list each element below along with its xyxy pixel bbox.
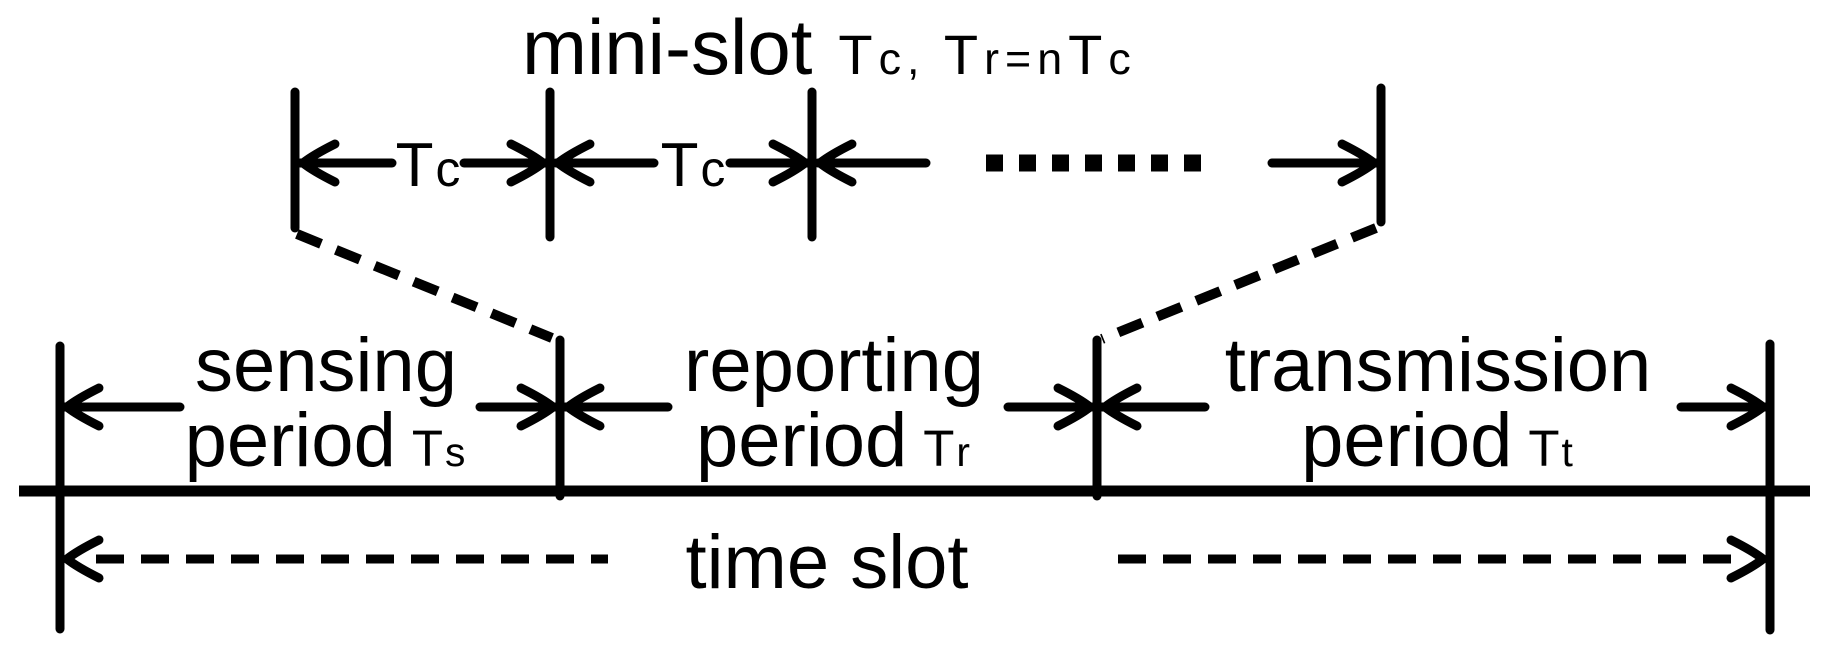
dashed-connector-right bbox=[1100, 223, 1378, 344]
transmission-symbol: Tt bbox=[1528, 420, 1575, 477]
time-slot-section: time slot bbox=[67, 520, 1763, 605]
time-slot-label: time slot bbox=[686, 520, 969, 605]
mini-slot-interval-label-1: Tc bbox=[396, 131, 463, 200]
arrowhead-right-icon bbox=[1731, 540, 1763, 578]
dashed-connector-left bbox=[295, 229, 554, 343]
mini-slot-interval-label-2: Tc bbox=[661, 131, 728, 200]
sensing-symbol: Ts bbox=[412, 420, 468, 477]
mini-slot-section: Tc Tc bbox=[290, 83, 1386, 242]
title-formula: Tc, Tr=nTc bbox=[838, 23, 1136, 86]
arrowhead-left-icon bbox=[67, 540, 99, 578]
title-word: mini-slot bbox=[522, 3, 813, 91]
reporting-period-label-line1: reporting bbox=[684, 323, 984, 408]
expansion-connectors bbox=[295, 223, 1378, 344]
reporting-symbol: Tr bbox=[923, 420, 972, 477]
transmission-period-label-line1: transmission bbox=[1225, 323, 1652, 408]
sensing-period-label-line1: sensing bbox=[195, 323, 457, 408]
diagram-title: mini-slot Tc, Tr=nTc bbox=[522, 3, 1137, 91]
